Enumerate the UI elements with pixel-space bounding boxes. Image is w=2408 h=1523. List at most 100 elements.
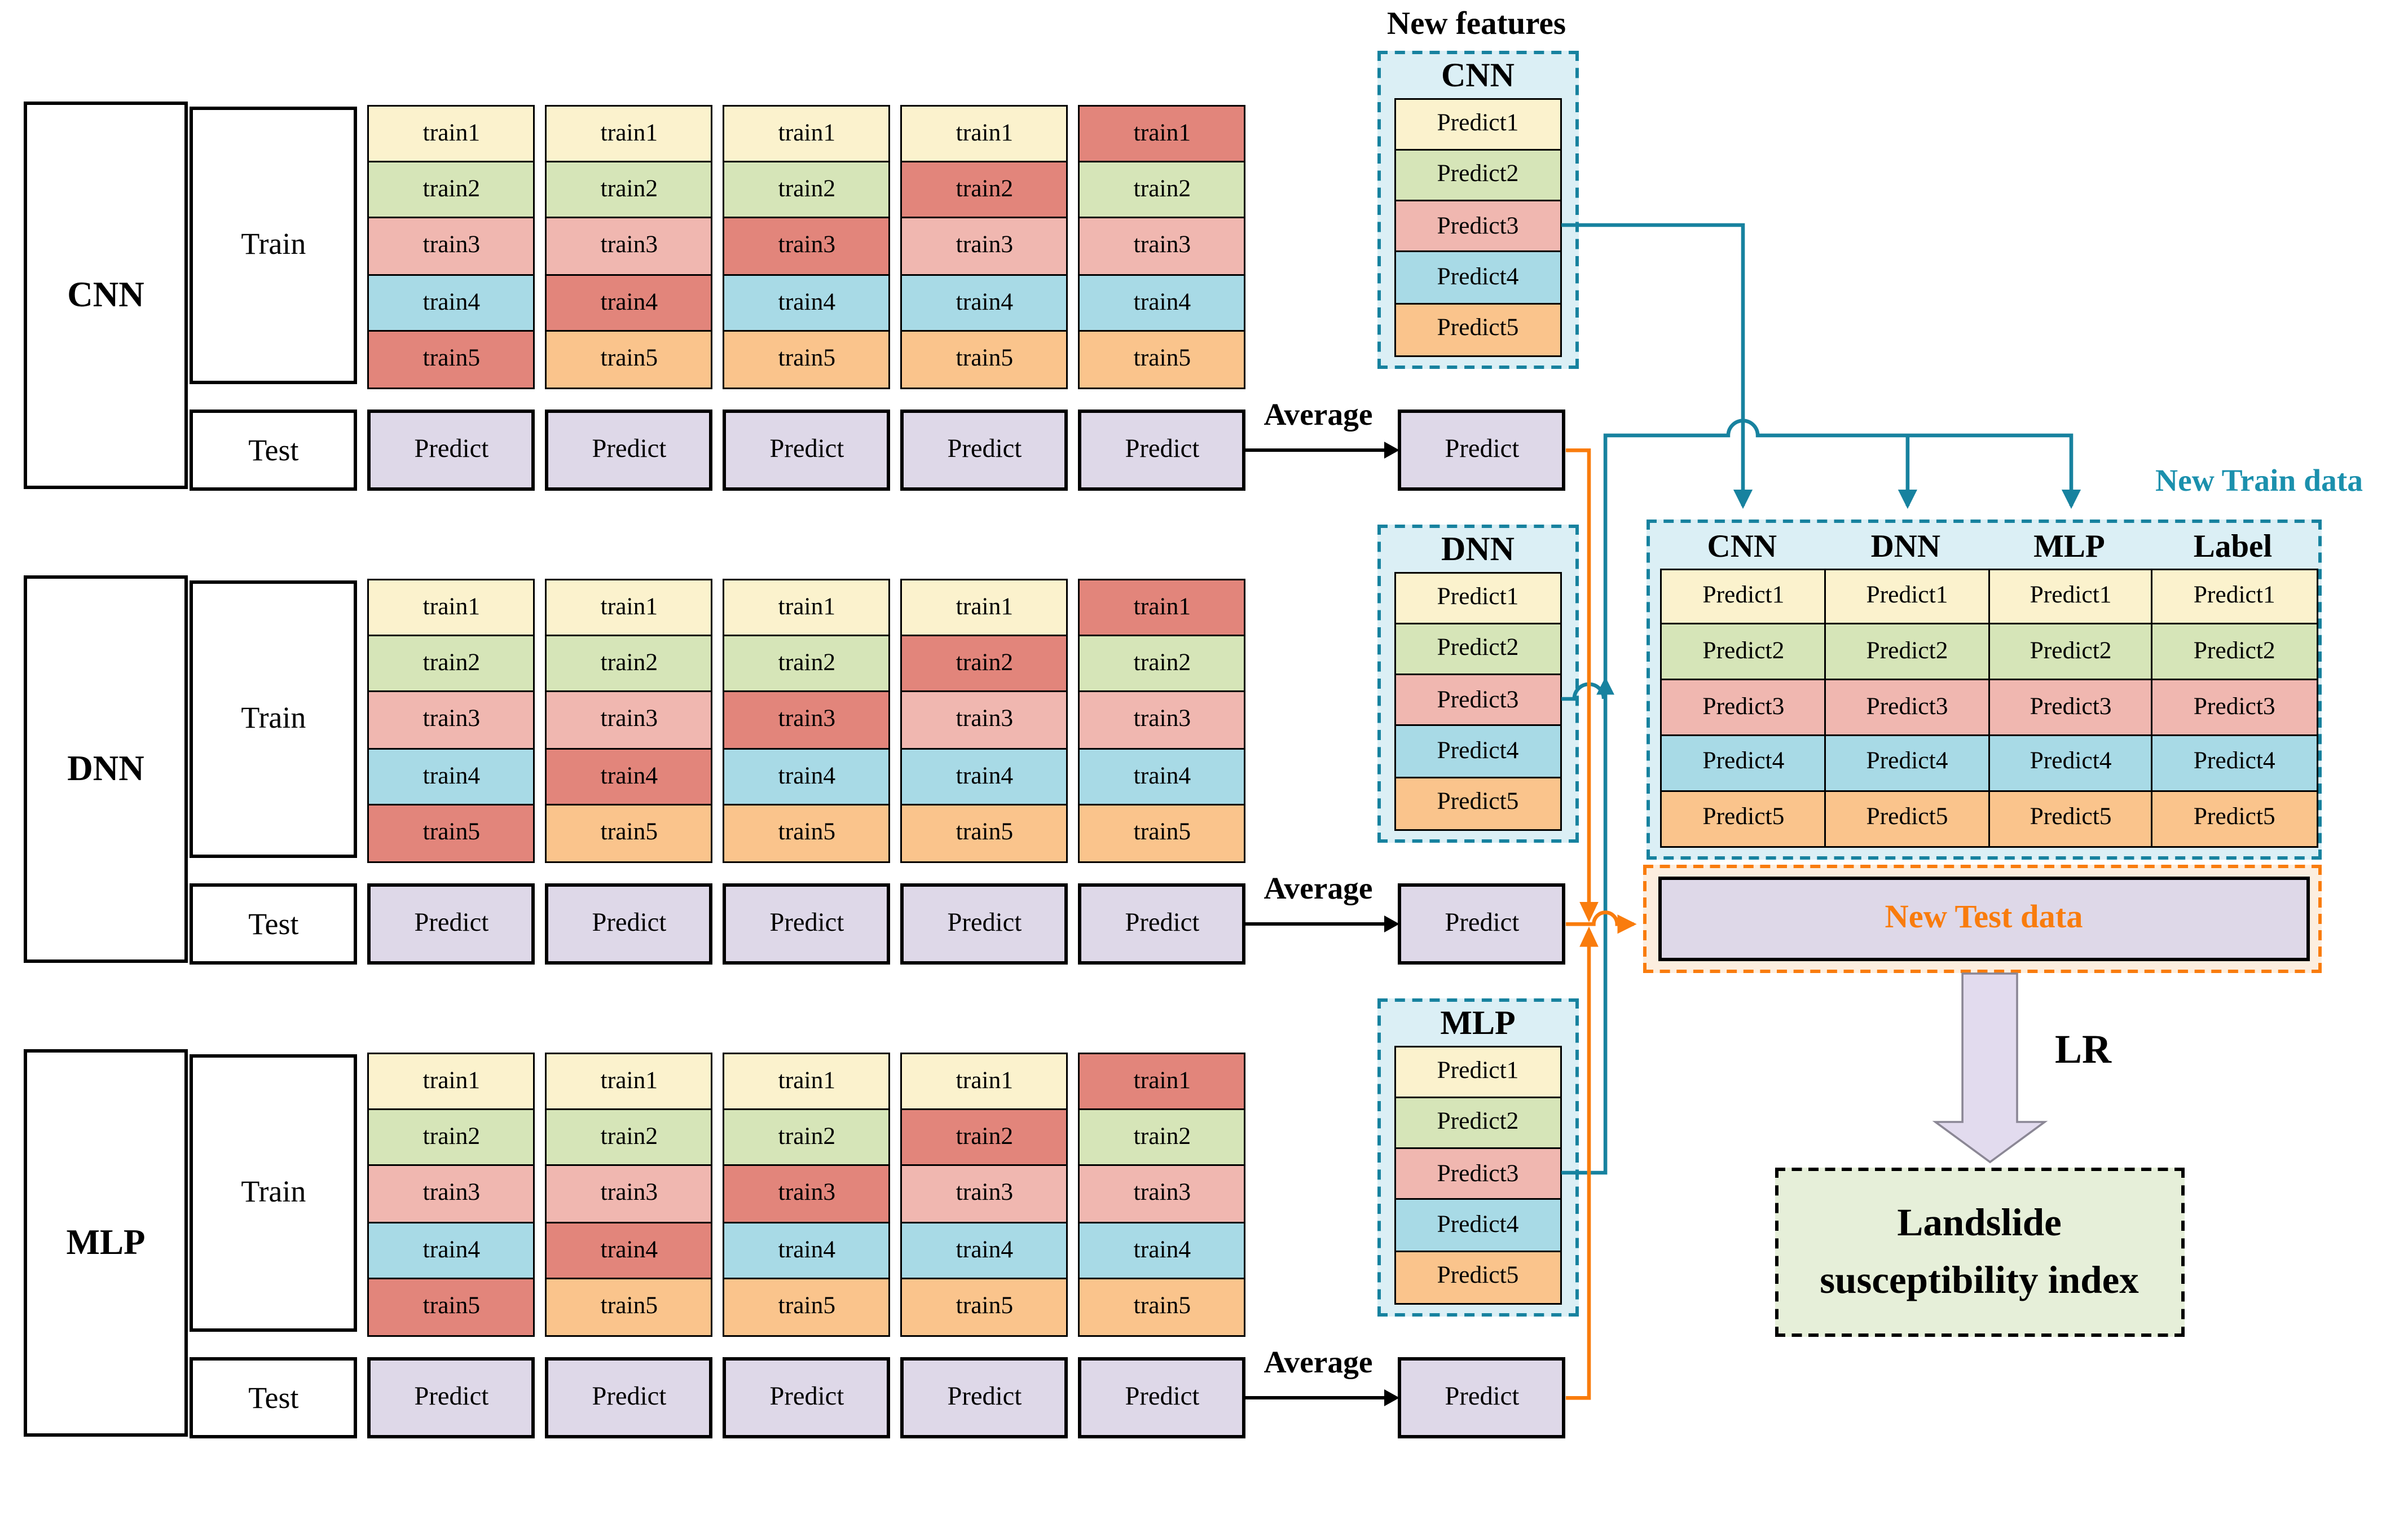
table-cell: Predict2 bbox=[1987, 623, 2154, 682]
fold-cell: train5 bbox=[1078, 329, 1246, 389]
table-cell: Predict1 bbox=[2151, 568, 2318, 627]
fold-cell: train5 bbox=[545, 1277, 713, 1337]
average-predict-box: Predict bbox=[1398, 410, 1566, 491]
table-cell: Predict4 bbox=[1987, 734, 2154, 793]
fold-cell: train3 bbox=[367, 1164, 535, 1224]
fold-cell: train1 bbox=[1078, 104, 1246, 164]
table-cell: Predict5 bbox=[1660, 789, 1827, 848]
fold-cell: train2 bbox=[545, 161, 713, 220]
table-cell: Predict4 bbox=[2151, 734, 2318, 793]
train-box: Train bbox=[190, 107, 357, 384]
fold-cell: train5 bbox=[723, 803, 891, 863]
table-cell: Predict5 bbox=[1987, 789, 2154, 848]
average-label: Average bbox=[1264, 1347, 1373, 1381]
fold-cell: train5 bbox=[1078, 803, 1246, 863]
fold-cell: train5 bbox=[900, 329, 1068, 389]
fold-predict-row: Predict Predict Predict Predict Predict bbox=[367, 883, 1246, 965]
table-cell: Predict2 bbox=[2151, 623, 2318, 682]
predict-fold-cell: Predict1 bbox=[1394, 1045, 1562, 1099]
fold-cell: train2 bbox=[1078, 161, 1246, 220]
fold-column: train1 train2 train3 train4 train5 bbox=[545, 578, 713, 863]
average-arrow bbox=[1245, 1388, 1399, 1406]
landslide-line1: Landslide bbox=[1897, 1201, 2062, 1244]
predict-fold-cell: Predict4 bbox=[1394, 251, 1562, 306]
fold-cell: train3 bbox=[545, 1164, 713, 1224]
fold-cell: train3 bbox=[1078, 1164, 1246, 1224]
table-cell: Predict2 bbox=[1824, 623, 1991, 682]
fold-cell: train1 bbox=[900, 1052, 1068, 1112]
table-cell: Predict3 bbox=[1987, 679, 2154, 737]
fold-cell: train2 bbox=[723, 1108, 891, 1168]
table-column: Predict1 Predict2 Predict3 Predict4 Pred… bbox=[1824, 568, 1991, 848]
table-column-header: MLP bbox=[2033, 529, 2105, 565]
model-block: DNN Train Test train1 bbox=[0, 575, 1591, 1049]
fold-cell: train1 bbox=[367, 104, 535, 164]
fold-cell: train2 bbox=[367, 635, 535, 694]
fold-cell: train1 bbox=[900, 104, 1068, 164]
fold-cell: train2 bbox=[723, 161, 891, 220]
fold-cell: train4 bbox=[900, 747, 1068, 807]
fold-cell: train3 bbox=[367, 690, 535, 750]
stacking-ensemble-diagram: New features CNN Train Test bbox=[0, 0, 2363, 1455]
table-cell: Predict3 bbox=[1660, 679, 1827, 737]
fold-column: train1 train2 train3 train4 train5 bbox=[723, 578, 891, 863]
average-label: Average bbox=[1264, 399, 1373, 433]
fold-column: train1 train2 train3 train4 train5 bbox=[900, 578, 1068, 863]
predict-box: Predict bbox=[545, 410, 713, 491]
lr-label: LR bbox=[2054, 1029, 2112, 1073]
new-features-cells: Predict1 Predict2 Predict3 Predict4 Pred… bbox=[1394, 571, 1562, 831]
predict-box: Predict bbox=[723, 1357, 891, 1438]
fold-cell: train4 bbox=[900, 273, 1068, 333]
fold-column: train1 train2 train3 train4 train5 bbox=[1078, 578, 1246, 863]
new-train-data-label: New Train data bbox=[2155, 465, 2363, 499]
fold-columns: train1 train2 train3 train4 train5 bbox=[367, 104, 1246, 389]
new-features-title: New features bbox=[1386, 7, 1566, 42]
table-cell: Predict2 bbox=[1660, 623, 1827, 682]
test-box: Test bbox=[190, 1357, 357, 1438]
fold-cell: train3 bbox=[723, 690, 891, 750]
predict-fold-cell: Predict2 bbox=[1394, 148, 1562, 203]
model-name-box: DNN bbox=[24, 575, 188, 963]
fold-cell: train2 bbox=[900, 635, 1068, 694]
fold-cell: train5 bbox=[367, 329, 535, 389]
test-label: Test bbox=[248, 906, 299, 940]
fold-column: train1 train2 train3 train4 train5 bbox=[545, 1052, 713, 1337]
table-column: Predict1 Predict2 Predict3 Predict4 Pred… bbox=[1987, 568, 2154, 848]
table-grid: Predict1 Predict2 Predict3 Predict4 Pred… bbox=[1660, 568, 2318, 848]
fold-column: train1 train2 train3 train4 train5 bbox=[367, 1052, 535, 1337]
fold-cell: train1 bbox=[1078, 1052, 1246, 1112]
table-header-row: CNN DNN MLP Label bbox=[1660, 527, 2318, 568]
fold-cell: train2 bbox=[723, 635, 891, 694]
fold-cell: train4 bbox=[1078, 273, 1246, 333]
train-label: Train bbox=[241, 227, 306, 262]
fold-cell: train3 bbox=[545, 217, 713, 276]
table-cell: Predict5 bbox=[2151, 789, 2318, 848]
fold-cell: train2 bbox=[900, 1108, 1068, 1168]
fold-columns: train1 train2 train3 train4 train5 bbox=[367, 578, 1246, 863]
model-name: MLP bbox=[66, 1222, 146, 1262]
fold-column: train1 train2 train3 train4 train5 bbox=[900, 1052, 1068, 1337]
predict-box: Predict bbox=[545, 1357, 713, 1438]
model-name-box: MLP bbox=[24, 1049, 188, 1437]
fold-cell: train4 bbox=[900, 1221, 1068, 1280]
fold-predict-row: Predict Predict Predict Predict Predict bbox=[367, 1357, 1246, 1438]
predict-fold-cell: Predict3 bbox=[1394, 674, 1562, 728]
fold-column: train1 train2 train3 train4 train5 bbox=[367, 104, 535, 389]
fold-columns: train1 train2 train3 train4 train5 bbox=[367, 1052, 1246, 1337]
fold-cell: train4 bbox=[1078, 1221, 1246, 1280]
fold-cell: train1 bbox=[545, 1052, 713, 1112]
predict-fold-cell: Predict5 bbox=[1394, 302, 1562, 357]
fold-cell: train1 bbox=[367, 578, 535, 638]
fold-cell: train5 bbox=[367, 1277, 535, 1337]
fold-cell: train1 bbox=[723, 104, 891, 164]
predict-fold-cell: Predict4 bbox=[1394, 725, 1562, 780]
table-column: Predict1 Predict2 Predict3 Predict4 Pred… bbox=[1660, 568, 1827, 848]
fold-predict-row: Predict Predict Predict Predict Predict bbox=[367, 410, 1246, 491]
fold-cell: train5 bbox=[367, 803, 535, 863]
model-blocks: CNN Train Test train1 bbox=[0, 102, 1591, 1438]
fold-cell: train1 bbox=[723, 1052, 891, 1112]
new-features-column: CNN Predict1 Predict2 Predict3 Predict4 … bbox=[1377, 0, 1579, 1455]
new-features-box: CNN Predict1 Predict2 Predict3 Predict4 … bbox=[1377, 51, 1579, 369]
fold-cell: train1 bbox=[900, 578, 1068, 638]
fold-cell: train3 bbox=[545, 690, 713, 750]
